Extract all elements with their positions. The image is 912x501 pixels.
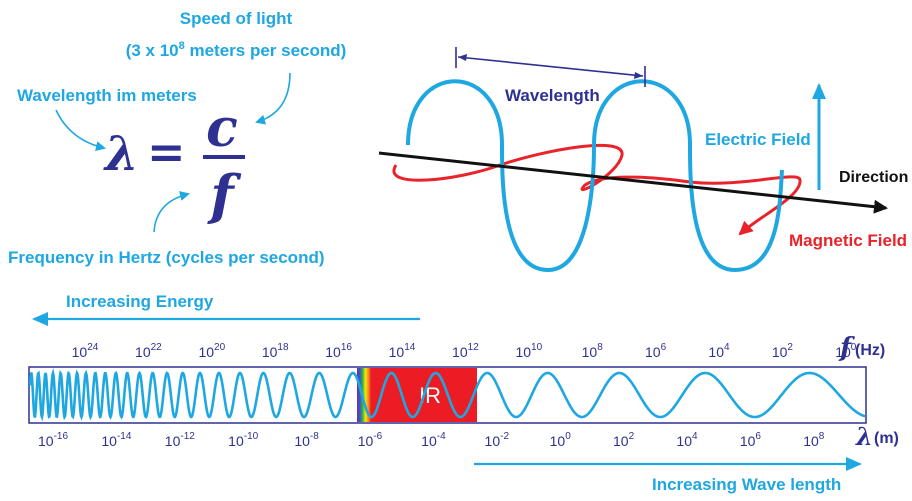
magnetic-field-wave xyxy=(392,143,802,236)
frequency-tick-6: 1012 xyxy=(452,342,479,360)
frequency-tick-12: 100 xyxy=(835,342,857,360)
lambda-symbol: λ xyxy=(103,126,139,182)
wavelength-tick-2: 10-12 xyxy=(165,431,195,449)
wavelength-tick-7: 10-2 xyxy=(485,431,510,449)
spectrum-wave xyxy=(29,368,866,422)
frequency-tick-7: 1010 xyxy=(515,342,542,360)
pointer-arrow-wavelength xyxy=(55,109,106,152)
wavelength-in-meters-label: Wavelength im meters xyxy=(17,86,197,105)
wavelength-tick-0: 10-16 xyxy=(38,431,68,449)
wavelength-tick-4: 10-8 xyxy=(294,431,319,449)
frequency-tick-1: 1022 xyxy=(135,342,162,360)
frequency-tick-8: 108 xyxy=(582,342,604,360)
visible-band xyxy=(357,368,371,422)
frequency-in-hertz-label: Frequency in Hertz (cycles per second) xyxy=(8,248,325,267)
frequency-tick-10: 104 xyxy=(708,342,730,360)
frequency-tick-2: 1020 xyxy=(198,342,225,360)
wave-propagation-diagram: Wavelength Electric Field Direction Magn… xyxy=(378,47,908,273)
wavelength-unit-label: (m) xyxy=(874,430,899,447)
wavelength-tick-9: 102 xyxy=(613,431,635,449)
wavelength-tick-12: 108 xyxy=(803,431,825,449)
numerator-c: c xyxy=(206,98,238,159)
increasing-wavelength-label: Increasing Wave length xyxy=(652,475,841,494)
wavelength-tick-8: 100 xyxy=(550,431,572,449)
formula-panel: Speed of light (3 x 108 meters per secon… xyxy=(8,9,346,267)
pointer-arrow-frequency xyxy=(153,191,190,233)
electric-field-wave xyxy=(406,79,784,273)
wavelength-tick-6: 10-4 xyxy=(421,431,446,449)
wavelength-tick-10: 104 xyxy=(676,431,698,449)
frequency-unit-symbol: f xyxy=(838,333,855,363)
wavelength-label: Wavelength xyxy=(505,86,600,105)
direction-label: Direction xyxy=(839,169,908,186)
wavelength-unit-symbol: λ xyxy=(855,422,873,451)
ir-band-label: IR xyxy=(419,383,441,408)
frequency-tick-3: 1018 xyxy=(262,342,289,360)
magnetic-field-label: Magnetic Field xyxy=(789,231,907,250)
equals-sign: = xyxy=(147,125,186,179)
frequency-tick-11: 102 xyxy=(772,342,794,360)
denominator-f: f xyxy=(206,163,241,227)
wavelength-tick-labels: 10-16 10-14 10-12 10-10 10-8 10-6 10-4 10-2 100 1… xyxy=(38,431,825,449)
frequency-tick-0: 1024 xyxy=(72,342,99,360)
increasing-energy-label: Increasing Energy xyxy=(66,292,214,311)
frequency-tick-5: 1014 xyxy=(389,342,416,360)
pointer-arrow-speed xyxy=(255,72,291,125)
frequency-tick-4: 1016 xyxy=(325,342,352,360)
electric-field-label: Electric Field xyxy=(705,130,811,149)
wavelength-tick-5: 10-6 xyxy=(358,431,383,449)
wavelength-tick-1: 10-14 xyxy=(101,431,131,449)
speed-of-light-detail: (3 x 108 meters per second) xyxy=(126,40,347,60)
direction-axis xyxy=(378,151,888,214)
frequency-unit-label: (Hz) xyxy=(855,342,885,359)
frequency-tick-9: 106 xyxy=(645,342,667,360)
wavelength-tick-11: 106 xyxy=(740,431,762,449)
wavelength-tick-3: 10-10 xyxy=(228,431,258,449)
speed-of-light-title: Speed of light xyxy=(180,9,293,28)
wavelength-measure-bracket xyxy=(455,47,646,87)
frequency-tick-labels: 1024 1022 1020 1018 1016 1014 1012 1010 108 106 10… xyxy=(72,342,857,360)
